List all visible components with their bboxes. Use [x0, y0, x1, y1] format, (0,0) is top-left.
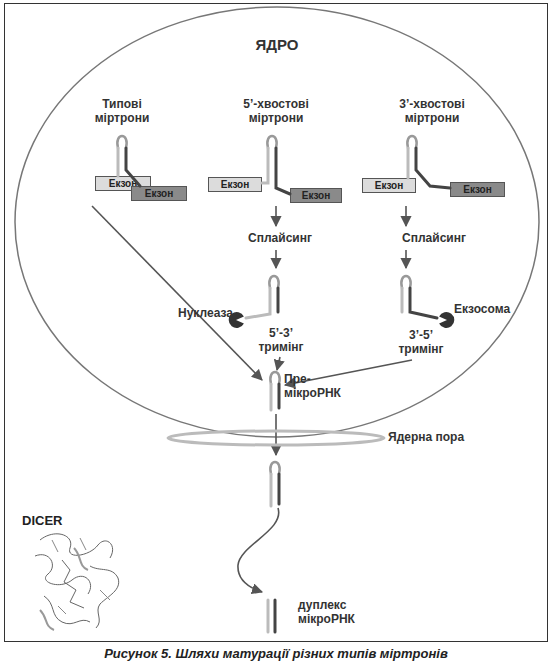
- flow-arrow: [405, 250, 407, 268]
- flow-arrow: [405, 206, 407, 226]
- rna-strand: [407, 148, 410, 178]
- rna-strand: [401, 288, 404, 312]
- enzyme-name: DICER: [22, 514, 82, 528]
- nuclear-pore: [168, 431, 384, 445]
- protein-ribbon: [52, 538, 110, 614]
- exon-box: Екзон: [362, 178, 416, 193]
- hairpin-loop: [270, 462, 279, 474]
- duplex-strand: [267, 600, 270, 632]
- nucleus-ellipse: [15, 7, 539, 437]
- molecule-label: дуплекс мікроРНК: [298, 598, 378, 626]
- step-label: 3’-5’ тримінг: [394, 328, 448, 356]
- enzyme-label: Екзосома: [454, 302, 524, 316]
- protein-ribbon: [40, 534, 113, 558]
- rna-strand: [270, 384, 273, 410]
- column-heading: 5’-хвостові міртрони: [230, 97, 322, 125]
- rna-strand: [277, 288, 280, 312]
- flow-arrow: [238, 508, 279, 592]
- exon-label: Екзон: [221, 179, 250, 190]
- nucleus-heading: ЯДРО: [14, 36, 540, 53]
- protein-helix: [40, 610, 54, 630]
- exon-box: Екзон: [290, 188, 342, 203]
- exon-label: Екзон: [375, 180, 404, 191]
- rna-strand: [270, 474, 273, 506]
- rna-strand: [278, 384, 281, 408]
- duplex-strand: [274, 600, 277, 632]
- flow-arrow: [275, 250, 277, 268]
- exon-box: Екзон: [131, 186, 187, 201]
- step-label: Сплайсинг: [244, 231, 316, 245]
- protein-helix: [74, 548, 88, 570]
- exon-label: Екзон: [145, 188, 174, 199]
- figure-caption: Рисунок 5. Шляхи матурації різних типів …: [0, 647, 552, 661]
- protein-ribbon: [44, 596, 90, 624]
- protein-ribbon: [90, 566, 119, 628]
- protein-ribbon: [62, 560, 84, 608]
- exon-box: Екзон: [208, 177, 262, 192]
- exon-box: Екзон: [450, 182, 505, 197]
- exon-label: Екзон: [302, 190, 331, 201]
- rna-strand: [117, 148, 120, 176]
- step-label: 5’-3’ тримінг: [254, 326, 308, 354]
- figure-frame: [5, 4, 548, 642]
- column-heading: Типові міртрони: [84, 97, 160, 125]
- structure-label: Ядерна пора: [388, 430, 488, 444]
- molecule-label: Пре-мікроРНК: [284, 372, 346, 400]
- dicer-structure: [35, 534, 119, 630]
- flow-arrow: [275, 206, 277, 226]
- exon-label: Екзон: [463, 184, 492, 195]
- column-heading: 3’-хвостові міртрони: [386, 97, 478, 125]
- step-label: Сплайсинг: [398, 231, 470, 245]
- rna-strand: [278, 474, 281, 504]
- flow-arrow: [275, 414, 277, 455]
- enzyme-label: Нуклеаза: [178, 306, 240, 320]
